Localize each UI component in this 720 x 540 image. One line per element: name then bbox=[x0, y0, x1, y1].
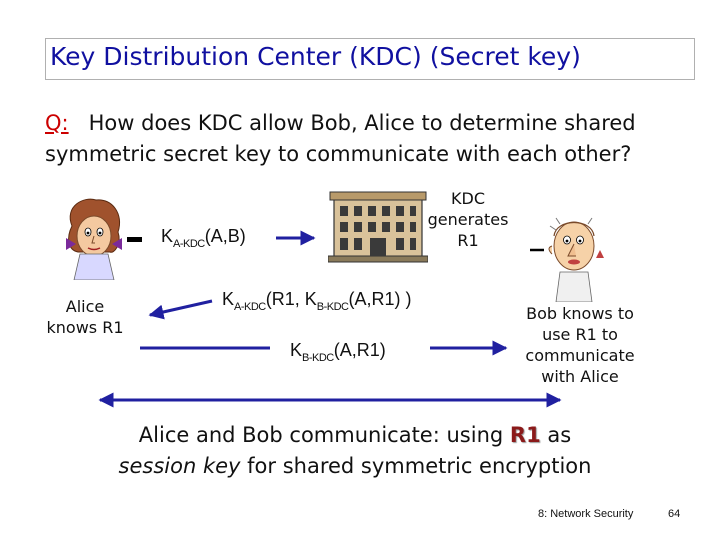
msg1-label: KA-KDC(A,B) bbox=[161, 226, 246, 250]
msg3-label: KB-KDC(A,R1) bbox=[290, 340, 386, 364]
kdc-building-icon bbox=[328, 191, 428, 263]
bob-note-line: communicate bbox=[525, 346, 635, 365]
bob-note-line: with Alice bbox=[541, 367, 619, 386]
bob-cartoon-icon bbox=[530, 217, 604, 302]
bob-note-line: use R1 to bbox=[542, 325, 618, 344]
alice-dash bbox=[127, 237, 142, 242]
bob-note-line: Bob knows to bbox=[526, 304, 634, 323]
footer-label: 8: Network Security bbox=[538, 508, 634, 520]
title-box bbox=[45, 38, 695, 80]
page-number: 64 bbox=[668, 508, 681, 520]
alice-note-line: Alice bbox=[65, 297, 105, 316]
msg2-label: KA-KDC(R1, KB-KDC(A,R1) ) bbox=[222, 289, 412, 313]
session-key-term: session key bbox=[118, 454, 241, 478]
slide-title: Key Distribution Center (KDC) (Secret ke… bbox=[50, 42, 581, 71]
kdc-note-line: generates bbox=[427, 210, 509, 229]
question: Q: How does KDC allow Bob, Alice to dete… bbox=[45, 108, 705, 170]
bob-note: Bob knows to use R1 to communicate with … bbox=[520, 303, 640, 387]
alice-note: Alice knows R1 bbox=[36, 296, 134, 338]
arrow-kdc-to-alice bbox=[148, 299, 213, 320]
alice-cartoon-icon bbox=[66, 198, 122, 280]
question-prefix: Q: bbox=[45, 111, 69, 135]
kdc-note: KDC generates R1 bbox=[418, 188, 518, 251]
kdc-note-line: R1 bbox=[457, 231, 479, 250]
kdc-note-line: KDC bbox=[451, 189, 485, 208]
r1-highlight: R1 bbox=[509, 423, 541, 447]
question-text: How does KDC allow Bob, Alice to determi… bbox=[45, 111, 636, 166]
session-key-statement: Alice and Bob communicate: using R1 as s… bbox=[118, 423, 592, 478]
alice-note-line: knows R1 bbox=[46, 318, 124, 337]
